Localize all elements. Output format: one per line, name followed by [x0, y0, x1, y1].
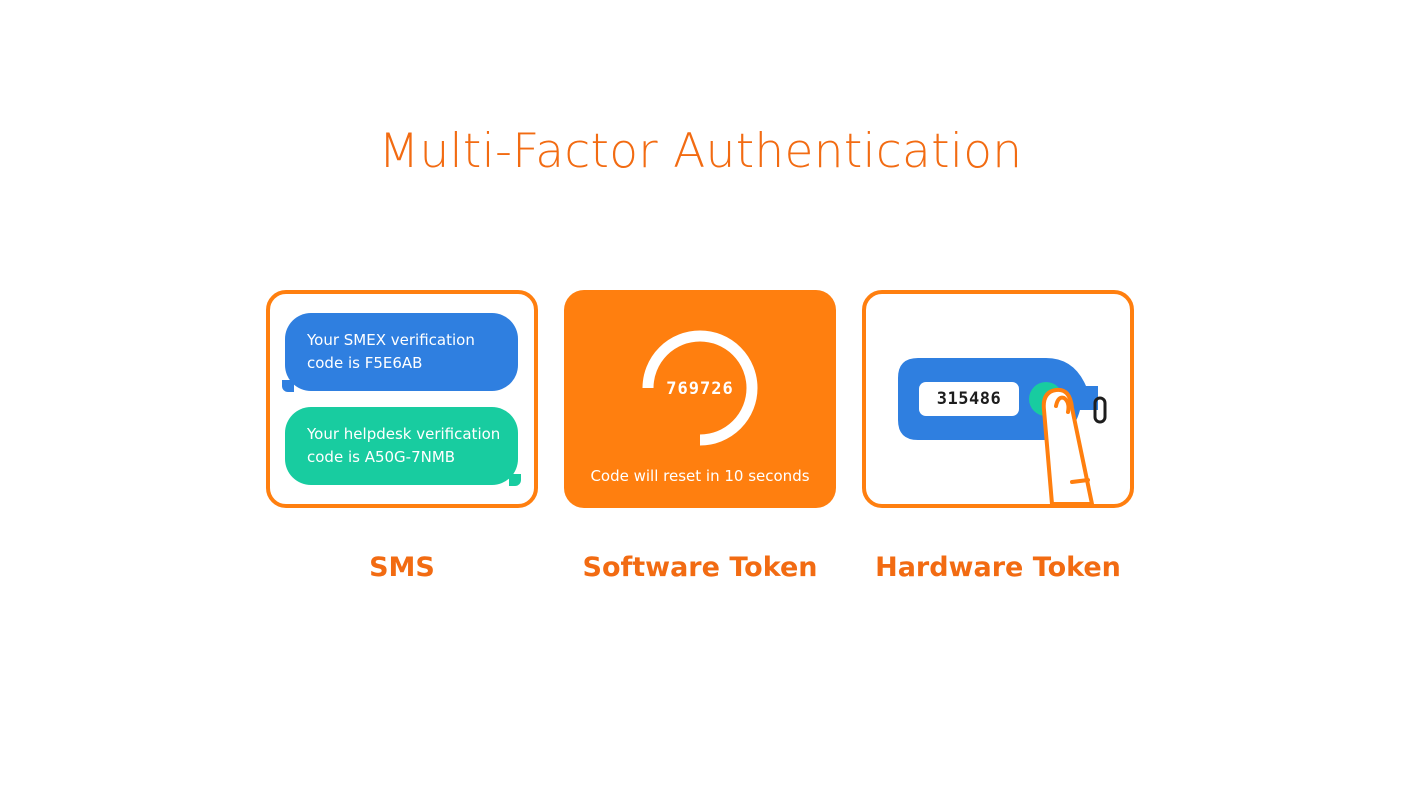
finger-icon [1041, 387, 1094, 504]
bubble-tail [282, 380, 294, 392]
countdown-arc [642, 330, 758, 446]
fingernail [1054, 395, 1071, 414]
key-fob-icon [898, 358, 1107, 504]
sms-label: SMS [369, 552, 435, 583]
software-token-card: 769726 Code will reset in 10 seconds [564, 290, 836, 508]
hardware-token-code: 315486 [936, 389, 1002, 409]
sms-message-text: Your SMEX verification code is F5E6AB [307, 331, 475, 372]
sms-message-bubble: Your SMEX verification code is F5E6AB [282, 313, 518, 392]
software-token-label: Software Token [582, 552, 818, 583]
key-ring-icon [1093, 396, 1107, 424]
finger-crease [1070, 478, 1090, 484]
sms-message-bubble: Your helpdesk verification code is A50G-… [285, 407, 521, 486]
code-display-window [919, 382, 1019, 416]
sms-card: Your SMEX verification code is F5E6AB Yo… [266, 290, 538, 508]
hardware-token-card: 315486 [862, 290, 1134, 508]
sms-message-text: Your helpdesk verification code is A50G-… [307, 425, 501, 466]
page-title: Multi-Factor Authentication [378, 124, 1023, 179]
countdown-ring-icon [642, 330, 758, 446]
reset-countdown-text: Code will reset in 10 seconds [590, 467, 810, 485]
hardware-token-label: Hardware Token [875, 552, 1121, 583]
bubble-tail [509, 474, 521, 486]
software-token-code: 769726 [666, 379, 734, 399]
